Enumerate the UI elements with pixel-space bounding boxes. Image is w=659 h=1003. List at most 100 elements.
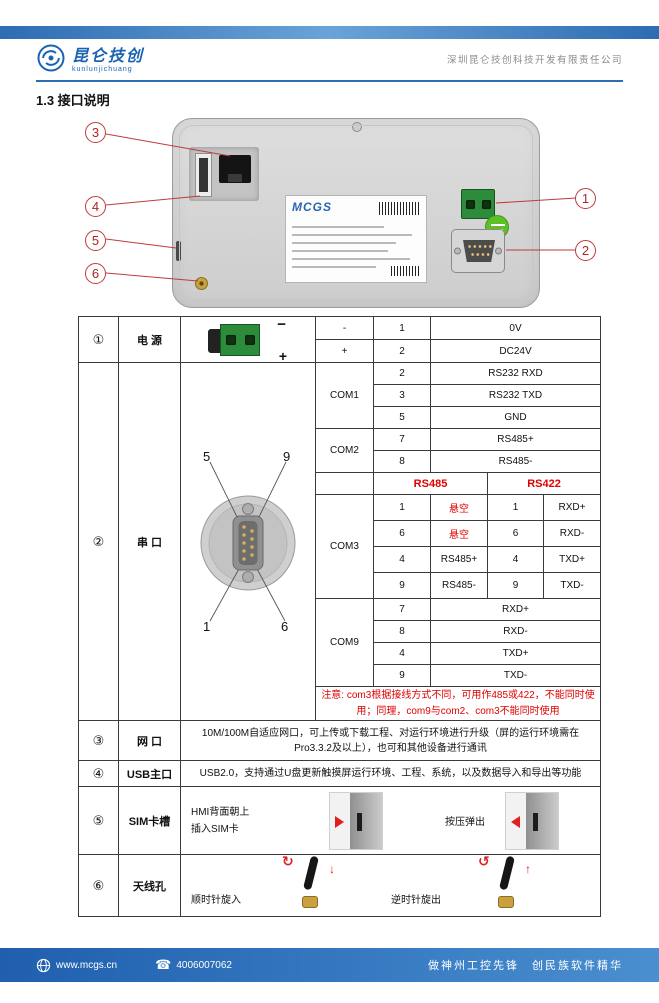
pin-cell: 4 <box>487 546 544 573</box>
ethernet-tab <box>228 174 242 182</box>
pin-cell: 2 <box>373 339 431 363</box>
header-band <box>0 26 659 39</box>
signal-cell: TXD+ <box>542 546 602 573</box>
com3-header-spacer <box>315 472 374 495</box>
pin-cell: 7 <box>373 428 431 451</box>
rs422-header: RS422 <box>486 472 602 495</box>
antenna-instructions-cell: 顺时针旋入 ↻ ↓ 逆时针旋出 ↺ ↑ <box>179 853 602 917</box>
signal-cell: RS485+ <box>430 546 488 573</box>
db9-connector <box>451 229 505 273</box>
port-recess <box>189 147 259 201</box>
sim-insert-caption: HMI背面朝上 插入SIM卡 <box>191 804 287 838</box>
antenna-out-caption: 逆时针旋出 <box>391 895 441 906</box>
signal-cell: RS232 TXD <box>429 384 602 407</box>
signal-cell: RS485- <box>429 450 602 473</box>
callout-4: 4 <box>85 196 106 217</box>
sign-cell: - <box>315 316 374 340</box>
signal-cell: RXD+ <box>429 598 602 621</box>
down-arrow-icon: ↓ <box>329 862 335 876</box>
antenna-base <box>498 896 514 908</box>
row-serial-num: ② <box>78 362 119 721</box>
power-connector-photo: − + <box>192 316 304 364</box>
terminal-hole <box>465 199 475 209</box>
row-sim-name: SIM卡槽 <box>118 786 181 855</box>
label-text-line <box>292 258 410 260</box>
power-terminal-block <box>220 323 260 356</box>
clockwise-arrow-icon: ↻ <box>282 853 294 869</box>
sim-slot <box>357 812 362 831</box>
company-logo: 昆仑技创 kunlunjichuang <box>36 42 144 73</box>
signal-cell: RS485+ <box>429 428 602 451</box>
pin-cell: 4 <box>373 642 431 665</box>
row-sim-num: ⑤ <box>78 786 119 855</box>
db9-screw <box>495 247 502 255</box>
device-rear-figure: MCGS <box>0 108 659 318</box>
signal-cell: GND <box>429 406 602 429</box>
row-power-name: 电 源 <box>118 316 181 363</box>
barcode <box>379 202 421 215</box>
lan-description: 10M/100M自适应网口，可上传或下载工程、对运行环境进行升级（屏的运行环境需… <box>179 720 602 761</box>
pin-cell: 5 <box>373 406 431 429</box>
com3-usage-note: 注意: com3根据接线方式不同，可用作485或422，不能同时使用；同理，co… <box>314 686 602 721</box>
sim-insert-photo <box>329 791 383 850</box>
pin-cell: 6 <box>487 520 544 547</box>
signal-cell: RXD- <box>429 620 602 643</box>
power-terminal <box>461 189 495 219</box>
header-divider <box>36 80 623 82</box>
db9-pins <box>463 240 495 262</box>
signal-cell: TXD- <box>542 572 602 599</box>
signal-cell: RXD+ <box>542 494 602 521</box>
sim-slot <box>176 241 181 261</box>
phone-icon: ☎ <box>155 957 172 972</box>
label-text-line <box>292 266 376 268</box>
pin5-label: 5 <box>203 449 210 464</box>
device-edge <box>350 792 382 849</box>
row-antenna-num: ⑥ <box>78 854 119 917</box>
row-lan-name: 网 口 <box>118 720 181 761</box>
callout-3: 3 <box>85 122 106 143</box>
antenna-hole <box>195 277 208 290</box>
com3-label: COM3 <box>315 494 374 599</box>
sim-instructions-cell: HMI背面朝上 插入SIM卡 按压弹出 <box>179 786 602 855</box>
pin-cell: 6 <box>373 520 431 547</box>
callout-1: 1 <box>575 188 596 209</box>
signal-cell: 0V <box>429 316 602 340</box>
power-photo-cell: − + <box>180 316 316 364</box>
signal-cell: RS232 RXD <box>429 362 602 385</box>
logo-title: 昆仑技创 <box>72 48 145 65</box>
serial-connector-photo: 5 9 1 6 <box>200 449 296 634</box>
antenna-base <box>302 896 318 908</box>
pin1-label: 1 <box>203 619 210 634</box>
insert-arrow-icon <box>335 815 344 828</box>
pin9-label: 9 <box>283 449 290 464</box>
callout-2: 2 <box>575 240 596 261</box>
barcode <box>391 266 421 276</box>
footer-bar: www.mcgs.cn ☎ 4006007062 做神州工控先锋 创民族软件精华 <box>0 948 659 982</box>
antenna-rod <box>303 855 319 891</box>
signal-cell: TXD+ <box>429 642 602 665</box>
device-edge <box>526 792 558 849</box>
usb-slot <box>199 158 208 192</box>
pin6-label: 6 <box>281 619 288 634</box>
sim-eject-caption: 按压弹出 <box>445 817 485 828</box>
pin-cell: 9 <box>487 572 544 599</box>
row-usb-name: USB主口 <box>118 760 181 787</box>
pin-cell: 8 <box>373 620 431 643</box>
callout-5: 5 <box>85 230 106 251</box>
footer-phone: 4006007062 <box>176 959 232 971</box>
callout-6: 6 <box>85 263 106 284</box>
counterclockwise-arrow-icon: ↺ <box>478 853 490 869</box>
rs485-header: RS485 <box>373 472 488 495</box>
terminal-hole <box>481 199 491 209</box>
pin-cell: 3 <box>373 384 431 407</box>
screw-hole-icon <box>352 122 362 132</box>
com2-label: COM2 <box>315 428 374 473</box>
company-name: 深圳昆仑技创科技开发有限责任公司 <box>446 55 623 66</box>
db9-screw <box>454 247 461 255</box>
row-serial-name: 串 口 <box>118 362 181 721</box>
sim-eject-photo <box>505 791 559 850</box>
signal-cell: DC24V <box>429 339 602 363</box>
device-label: MCGS <box>285 195 427 283</box>
antenna-in-caption: 顺时针旋入 <box>191 895 241 906</box>
com9-label: COM9 <box>315 598 374 687</box>
